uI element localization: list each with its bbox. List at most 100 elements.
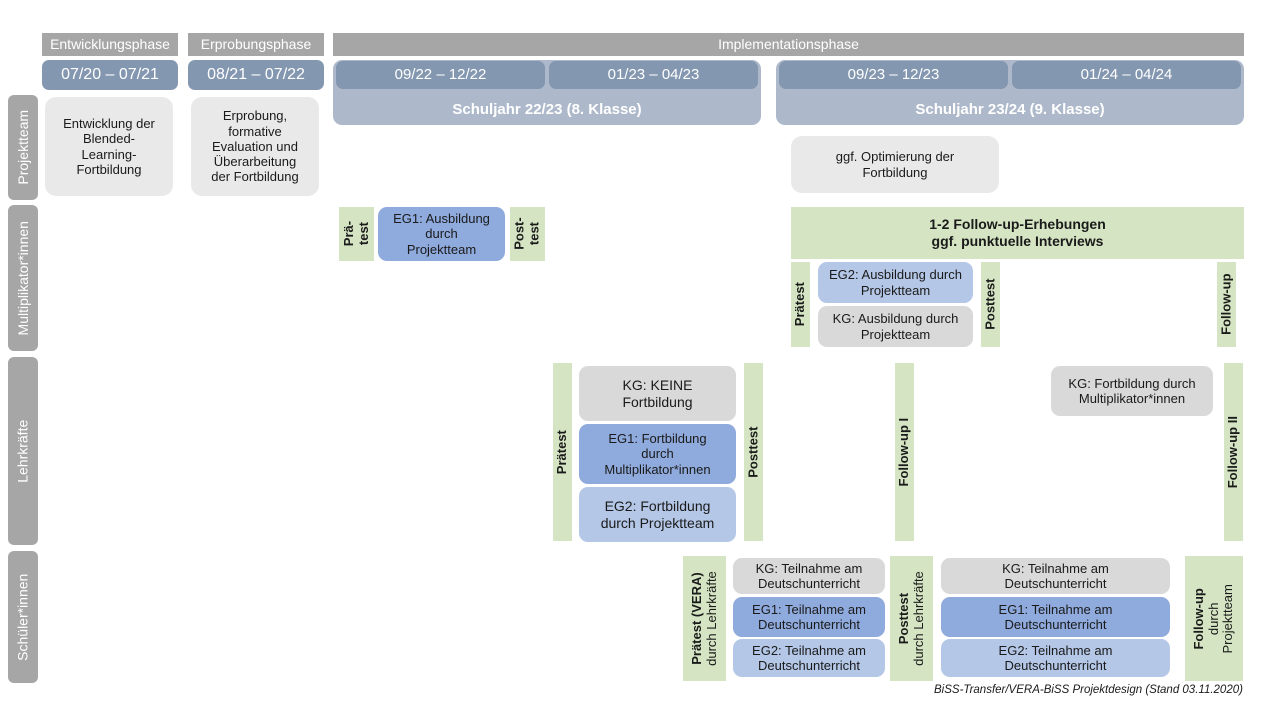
period-label: 09/22 – 12/22 [394,66,487,84]
card-line: EG1: Teilnahme am [998,601,1113,617]
card-line: durch [425,226,458,242]
card-line: Projektteam [860,326,931,342]
card-line: EG2: Teilnahme am [998,642,1113,658]
posttest-line-1: Posttest [895,592,911,645]
card-kg-teilnahme-deutschunterricht-2: KG: Teilnahme am Deutschunterricht [941,558,1170,594]
period-label: 07/20 – 07/21 [61,65,159,83]
card-line: EG2: Ausbildung durch [829,267,962,283]
followup-1-label: Follow-up I [896,417,912,487]
phase-header-label: Entwicklungsphase [50,36,170,53]
followup-2-label: Follow-up II [1225,415,1241,489]
card-line: Projektteam [406,241,477,257]
card-kg-keine-fortbildung: KG: KEINE Fortbildung [579,366,736,421]
card-line: Deutschunterricht [758,576,860,591]
card-eg2-teilnahme-deutschunterricht-1: EG2: Teilnahme am Deutschunterricht [733,639,885,677]
school-year-text: Schuljahr 23/24 (9. Klasse) [915,101,1105,119]
period-label: 09/23 – 12/23 [847,66,940,84]
praetest-bar-multiplikatoren-sj2: Prätest [791,262,810,347]
card-eg2-fortbildung-projektteam: EG2: Fortbildung durch Projektteam [579,487,736,542]
period-label: 08/21 – 07/22 [207,65,305,83]
card-line: KG: Fortbildung durch [1068,375,1196,391]
card-eg1-fortbildung-multiplikatoren: EG1: Fortbildung durch Multiplikator*inn… [579,424,736,484]
card-line: Erprobung, [222,108,288,124]
card-kg-fortbildung-multiplikatoren: KG: Fortbildung durch Multiplikator*inne… [1051,366,1213,416]
followup-bar-schuelerinnen: Projektteam durch Follow-up [1185,556,1243,681]
phase-header-label: Implementationsphase [718,36,859,53]
praetest-line-2: durch Lehrkräfte [703,571,719,666]
card-line: EG2: Fortbildung [604,497,711,514]
period-label: 01/23 – 04/23 [607,66,700,84]
praetest-line-1: Prä- [340,221,356,247]
posttest-label: Posttest [982,278,998,331]
posttest-label: Posttest [745,426,761,478]
card-line: Learning- [81,146,137,162]
row-label-multiplikatorinnen: Multiplikator*innen [8,205,38,351]
card-line: KG: Teilnahme am [1002,560,1109,576]
school-year-text: Schuljahr 22/23 (8. Klasse) [452,101,642,119]
card-line: Fortbildung [862,164,928,180]
row-label-projektteam: Projektteam [8,95,38,200]
period-bar-01-23-04-23: 01/23 – 04/23 [549,61,758,89]
followup-1-bar-lehrkraefte: Follow-up I [895,363,914,541]
card-line: Entwicklung der [63,115,155,131]
praetest-vera-bar-schuelerinnen: durch Lehrkräfte Prätest (VERA) [683,556,726,681]
row-label-lehrkraefte: Lehrkräfte [8,357,38,545]
phase-header-implementationsphase: Implementationsphase [333,33,1244,56]
phase-header-erprobungsphase: Erprobungsphase [188,33,324,56]
followup-line-1: Follow-up [1191,587,1207,650]
card-eg2-ausbildung-projektteam: EG2: Ausbildung durch Projektteam [818,262,973,303]
posttest-bar-lehrkraefte: Posttest [744,363,763,541]
followup-2-bar-lehrkraefte: Follow-up II [1224,363,1243,541]
footer-credit: BiSS-Transfer/VERA-BiSS Projektdesign (S… [934,684,1243,696]
card-line: der Fortbildung [211,169,299,185]
followup-label: Follow-up [1218,273,1234,336]
posttest-bar-multiplikatoren-sj2: Posttest [981,262,1000,347]
posttest-line-2: test [526,222,542,246]
followup-line-3: Projektteam [1220,583,1236,654]
praetest-label: Prätest [554,429,570,475]
card-line: Deutschunterricht [1004,617,1107,632]
card-entwicklung-fortbildung: Entwicklung der Blended- Learning- Fortb… [45,97,173,196]
card-line: Überarbeitung [213,154,297,170]
posttest-line-2: durch Lehrkräfte [910,571,926,666]
card-line: Deutschunterricht [758,658,860,673]
card-kg-teilnahme-deutschunterricht-1: KG: Teilnahme am Deutschunterricht [733,558,885,594]
phase-header-label: Erprobungsphase [200,36,312,53]
card-line: Deutschunterricht [1004,576,1107,591]
card-kg-ausbildung-projektteam: KG: Ausbildung durch Projektteam [818,306,973,347]
card-line: Projektteam [860,282,931,298]
row-label-text: Multiplikator*innen [14,220,31,336]
card-line: Evaluation und [211,138,298,154]
card-eg1-teilnahme-deutschunterricht-1: EG1: Teilnahme am Deutschunterricht [733,597,885,637]
period-bar-09-23-12-23: 09/23 – 12/23 [779,61,1008,89]
card-line: formative [228,123,282,139]
card-ggf-optimierung-fortbildung: ggf. Optimierung der Fortbildung [791,136,999,193]
school-year-label: Schuljahr 23/24 (9. Klasse) [776,96,1244,124]
card-line: Multiplikator*innen [1078,391,1186,406]
card-line: Blended- [82,131,136,147]
phase-header-entwicklungsphase: Entwicklungsphase [42,33,178,56]
period-bar-01-24-04-24: 01/24 – 04/24 [1012,61,1241,89]
card-line: EG1: Ausbildung [393,211,490,226]
row-label-text: Lehrkräfte [14,419,31,483]
followup-bar-multiplikatoren: Follow-up [1217,262,1236,347]
card-line: durch [641,446,674,462]
period-label: 01/24 – 04/24 [1080,66,1173,84]
praetest-line-2: test [355,222,371,246]
card-line: EG1: Fortbildung [608,431,707,446]
praetest-bar-lehrkraefte: Prätest [553,363,572,541]
banner-line: ggf. punktuelle Interviews [931,233,1104,249]
praetest-label: Prätest [792,282,808,327]
banner-line: 1-2 Follow-up-Erhebungen [929,216,1106,233]
school-year-label: Schuljahr 22/23 (8. Klasse) [333,96,761,124]
card-erprobung-evaluation: Erprobung, formative Evaluation und Über… [191,97,319,196]
card-line: EG2: Teilnahme am [752,642,866,658]
row-label-text: Projektteam [14,110,31,185]
posttest-bar-schuelerinnen: durch Lehrkräfte Posttest [890,556,933,681]
period-bar-09-22-12-22: 09/22 – 12/22 [336,61,545,89]
card-line: Fortbildung [622,393,693,410]
card-line: Deutschunterricht [1004,658,1107,673]
banner-followup-erhebungen: 1-2 Follow-up-Erhebungen ggf. punktuelle… [791,207,1244,259]
row-label-schuelerinnen: Schüler*innen [8,551,38,683]
